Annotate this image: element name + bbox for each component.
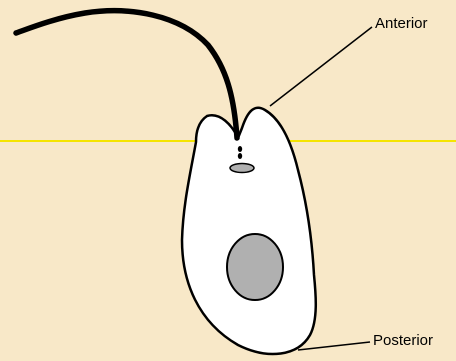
- posterior-label: Posterior: [373, 333, 433, 348]
- anterior-pointer-line: [270, 27, 372, 106]
- cell-body: [182, 108, 316, 354]
- basal-body-dot-upper: [238, 146, 242, 152]
- nucleus: [227, 234, 283, 300]
- basal-body-dot-lower: [238, 153, 242, 159]
- contractile-vacuole: [230, 164, 254, 173]
- posterior-pointer-line: [298, 342, 370, 350]
- anterior-label: Anterior: [375, 16, 428, 31]
